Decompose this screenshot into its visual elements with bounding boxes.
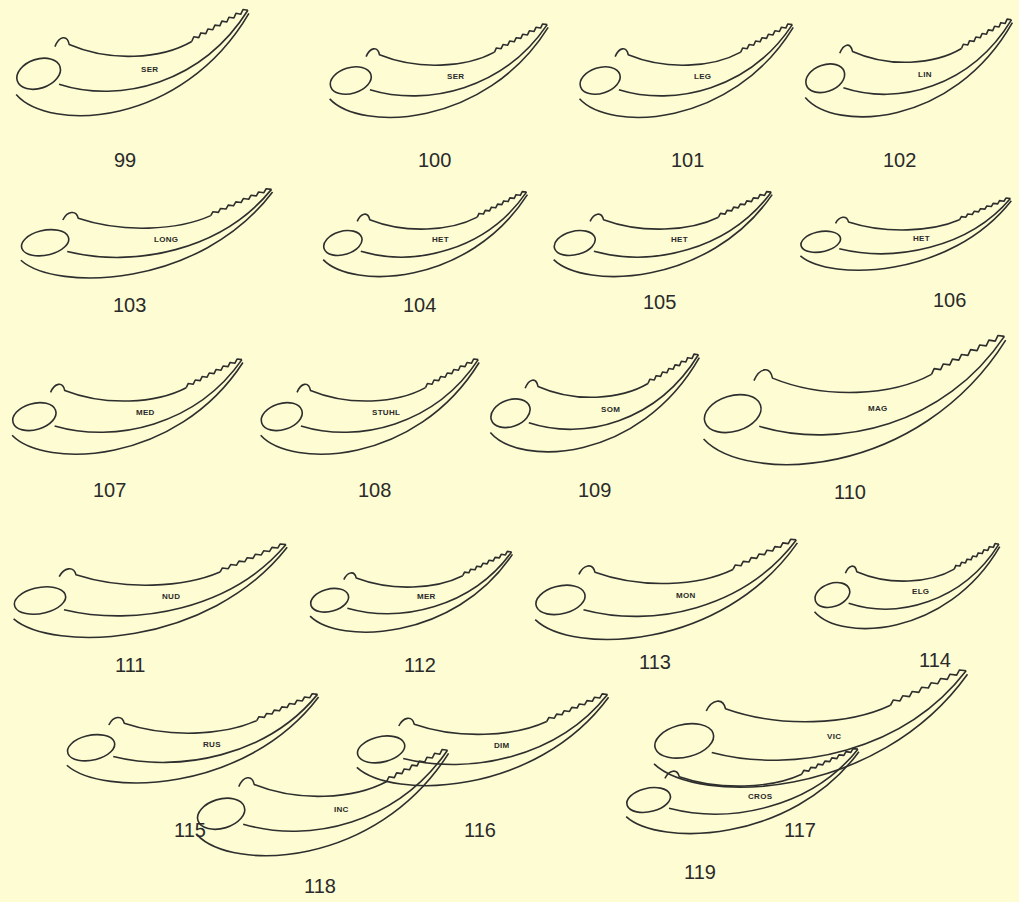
species-label: MER <box>415 592 438 602</box>
figure-number: 104 <box>403 295 436 315</box>
figure-number: 100 <box>418 150 451 170</box>
figure-number: 99 <box>114 150 136 170</box>
species-label: SOM <box>599 405 622 415</box>
figure-number: 116 <box>464 820 496 840</box>
species-label: HET <box>911 234 932 244</box>
figure-number: 117 <box>784 820 816 840</box>
figure-number: 114 <box>919 650 951 670</box>
figure-number: 111 <box>115 655 145 675</box>
figure-number: 118 <box>304 876 336 896</box>
figure-number: 103 <box>113 295 146 315</box>
figure-number: 102 <box>883 150 916 170</box>
species-label: STUHL <box>370 408 402 418</box>
species-label: CROS <box>746 792 774 802</box>
figure-number: 110 <box>834 482 866 502</box>
species-label: MED <box>134 408 157 418</box>
species-label: NUD <box>160 592 182 602</box>
species-label: VIC <box>825 732 843 742</box>
figure-number: 112 <box>404 655 436 675</box>
figure-number: 101 <box>671 150 704 170</box>
species-label: LONG <box>152 235 180 245</box>
species-label: MAG <box>866 404 890 414</box>
species-label: HET <box>430 235 451 245</box>
species-label: MON <box>674 591 698 601</box>
species-label: HET <box>669 235 690 245</box>
figure-number: 107 <box>93 480 126 500</box>
figure-number: 115 <box>174 820 206 840</box>
figure-number: 108 <box>358 480 391 500</box>
species-label: LEG <box>692 72 713 82</box>
species-label: INC <box>332 805 351 815</box>
figure-number: 105 <box>643 292 676 312</box>
species-label: SER <box>139 65 160 75</box>
species-label: SER <box>445 72 466 82</box>
figure-number: 109 <box>578 480 611 500</box>
species-label: DIM <box>492 741 512 751</box>
figure-number: 119 <box>684 862 716 882</box>
species-label: RUS <box>201 740 223 750</box>
species-label: LIN <box>916 70 934 80</box>
figure-number: 106 <box>933 290 966 310</box>
species-label: ELG <box>910 587 931 597</box>
figure-number: 113 <box>639 652 671 672</box>
